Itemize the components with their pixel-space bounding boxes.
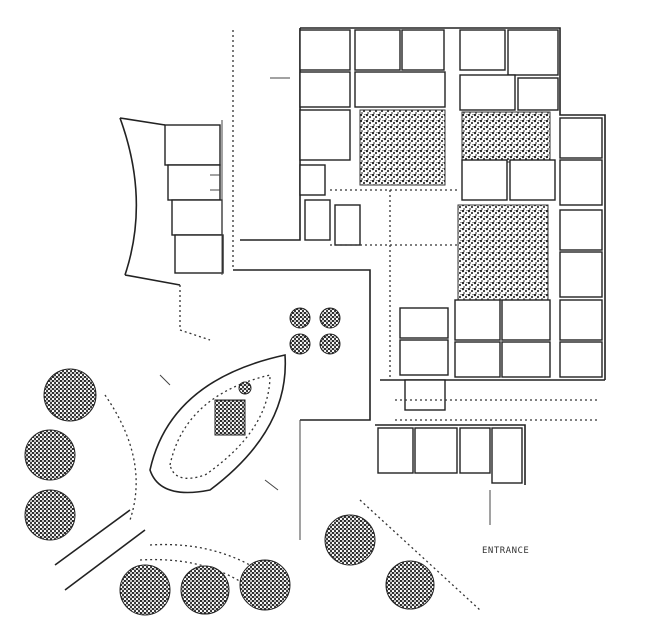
room	[454, 341, 501, 378]
room	[299, 109, 351, 161]
room	[334, 204, 361, 246]
room	[559, 299, 603, 341]
room	[491, 427, 523, 484]
courtyard-planting	[359, 109, 446, 186]
trees	[24, 368, 435, 616]
room	[414, 427, 458, 474]
room	[559, 251, 603, 298]
tree	[24, 489, 76, 541]
tree	[319, 307, 341, 329]
room	[459, 427, 491, 474]
tree	[289, 333, 311, 355]
central-plaza	[179, 269, 371, 421]
room	[354, 29, 401, 71]
room	[559, 209, 603, 251]
courtyard-planting	[457, 204, 549, 301]
room	[459, 29, 506, 71]
tree	[43, 368, 97, 422]
room	[517, 77, 559, 111]
room	[501, 299, 551, 341]
fountain-center	[214, 399, 246, 436]
room	[399, 307, 449, 339]
tree	[385, 560, 435, 610]
tree	[324, 514, 376, 566]
room	[171, 199, 223, 236]
room	[299, 71, 351, 108]
sculpture	[238, 381, 252, 395]
tree	[239, 559, 291, 611]
room	[459, 74, 516, 111]
tree	[119, 564, 171, 616]
room	[174, 234, 224, 274]
room	[377, 427, 414, 474]
room	[354, 71, 446, 108]
room	[299, 164, 326, 196]
oval-fountain	[149, 354, 287, 494]
room	[559, 117, 603, 159]
west-wing	[119, 30, 234, 286]
room	[501, 341, 551, 378]
courtyard-planting	[461, 111, 551, 163]
room	[559, 159, 603, 206]
room	[559, 341, 603, 378]
tree	[319, 333, 341, 355]
tree	[180, 565, 230, 615]
tree	[289, 307, 311, 329]
room	[509, 159, 556, 201]
markers	[159, 77, 491, 525]
main-building	[240, 27, 606, 411]
south-building	[299, 399, 600, 611]
tree	[24, 429, 76, 481]
room	[299, 29, 351, 71]
garden-paths	[54, 394, 286, 611]
room	[461, 159, 508, 201]
room	[454, 299, 501, 341]
room	[399, 339, 449, 376]
room	[404, 379, 446, 411]
room	[167, 164, 221, 201]
room	[507, 29, 559, 76]
room	[164, 124, 221, 166]
room	[304, 199, 331, 241]
room	[401, 29, 445, 71]
plan-label: ENTRANCE	[482, 546, 529, 556]
